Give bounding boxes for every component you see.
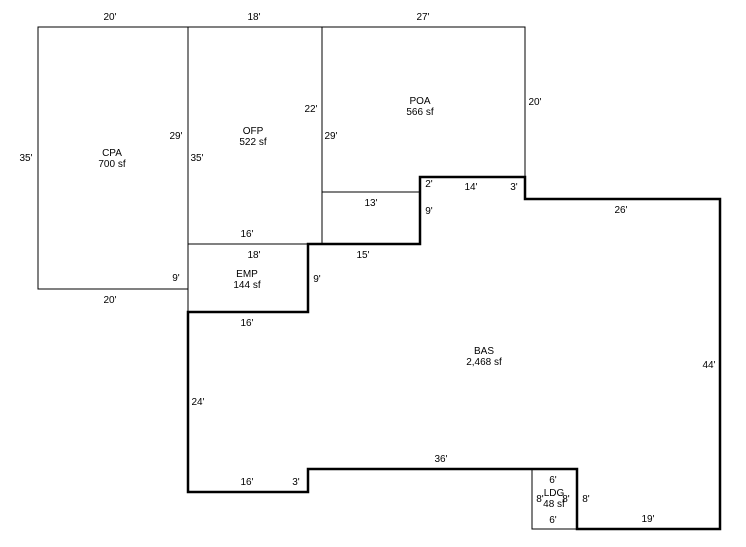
dim-bas-right-44: 44' (702, 360, 715, 371)
dim-emp-top: 18' (247, 250, 260, 261)
ldg-name: LDG (544, 488, 565, 499)
dim-bas-bottom-3: 3' (292, 477, 300, 488)
poa-name: POA (409, 96, 430, 107)
dim-ofp-left: 35' (190, 153, 203, 164)
ofp-area: 522 sf (239, 137, 266, 148)
ofp-name: OFP (243, 126, 264, 137)
dim-bas-bottom-19: 19' (641, 514, 654, 525)
bas-area: 2,468 sf (466, 357, 502, 368)
bas-outline (186, 175, 722, 531)
dim-poa-inner: 13' (364, 198, 377, 209)
dim-poa-top: 27' (416, 12, 429, 23)
poa-area: 566 sf (406, 107, 433, 118)
dim-cpa-top: 20' (103, 12, 116, 23)
dim-ofp-top: 18' (247, 12, 260, 23)
dim-bas-step-15: 15' (356, 250, 369, 261)
dim-cpa-right-lower: 9' (172, 273, 180, 284)
emp-area: 144 sf (233, 280, 260, 291)
dim-ofp-bottom: 16' (240, 229, 253, 240)
dim-poa-left: 29' (324, 131, 337, 142)
dim-ldg-left: 8' (536, 494, 544, 505)
dim-bas-top-26: 26' (614, 205, 627, 216)
dim-bas-step-2: 2' (425, 179, 433, 190)
dim-cpa-left: 35' (19, 153, 32, 164)
dim-poa-right: 20' (528, 97, 541, 108)
ldg-area: 48 sf (543, 499, 565, 510)
dim-bas-step-9: 9' (425, 206, 433, 217)
dim-ofp-right: 22' (304, 104, 317, 115)
dim-cpa-bottom: 20' (103, 295, 116, 306)
dim-bas-left-24: 24' (191, 397, 204, 408)
dim-bas-bottom-16: 16' (240, 477, 253, 488)
dim-bas-bottom-36: 36' (434, 454, 447, 465)
dim-bas-step-3: 3' (510, 182, 518, 193)
dim-bas-right-8: 8' (582, 494, 590, 505)
dim-bas-step-14: 14' (464, 182, 477, 193)
dim-ldg-top: 6' (549, 475, 557, 486)
bas-name: BAS (474, 346, 494, 357)
dim-cpa-right: 29' (169, 131, 182, 142)
emp-name: EMP (236, 269, 258, 280)
dim-emp-right: 9' (313, 274, 321, 285)
cpa-name: CPA (102, 148, 122, 159)
dim-ldg-right: 8' (562, 494, 570, 505)
cpa-area: 700 sf (98, 159, 125, 170)
dim-ldg-bottom: 6' (549, 515, 557, 526)
dim-emp-bottom: 16' (240, 318, 253, 329)
